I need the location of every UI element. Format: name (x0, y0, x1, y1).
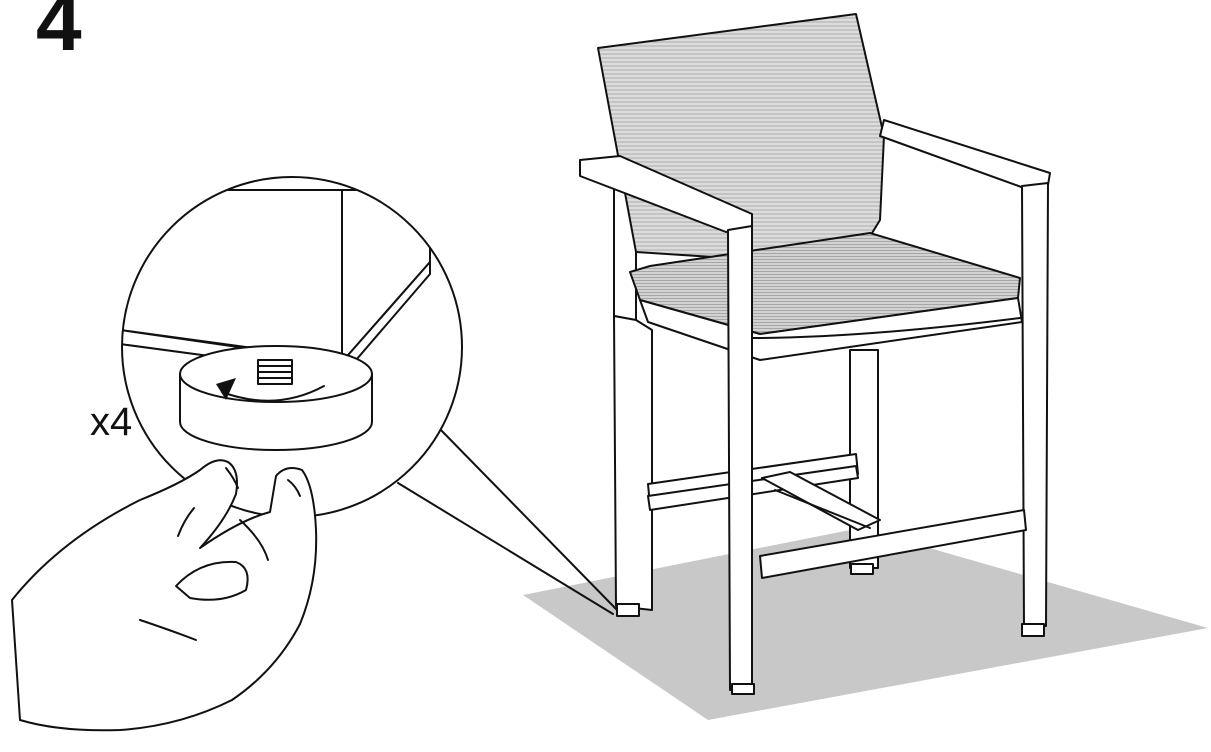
rotate-arrow-icon (221, 385, 325, 402)
chair-leg-back-left (613, 179, 653, 617)
floor-mat (523, 528, 1208, 720)
hand-icon (11, 459, 318, 732)
chair-leg-back-right (849, 349, 879, 575)
callout-lines (397, 425, 618, 615)
step-number: 4 (36, 0, 82, 68)
bar-stool (579, 13, 1051, 695)
zoom-detail (121, 176, 463, 518)
quantity-label: x4 (90, 400, 133, 444)
